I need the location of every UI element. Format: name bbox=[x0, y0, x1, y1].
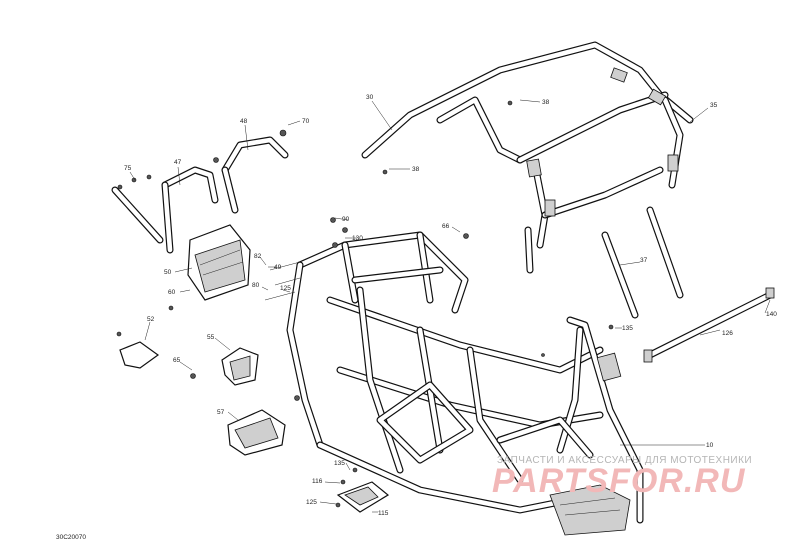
watermark-logo: PARTSFOR.RU bbox=[492, 462, 746, 500]
front-bars bbox=[111, 136, 289, 254]
callout-38-mid: 38 bbox=[412, 166, 420, 173]
callout-70: 70 bbox=[302, 118, 310, 125]
callout-126: 126 bbox=[722, 330, 733, 337]
callout-75: 75 bbox=[124, 165, 132, 172]
callout-30: 30 bbox=[366, 94, 374, 101]
callout-38-top: 38 bbox=[542, 99, 550, 106]
bracket-50 bbox=[187, 224, 251, 301]
figure-code: 30C20070 bbox=[56, 534, 86, 541]
callout-115: 115 bbox=[378, 510, 389, 517]
callout-90: 90 bbox=[342, 216, 350, 223]
rear-posts bbox=[524, 206, 684, 319]
callout-10: 10 bbox=[706, 442, 714, 449]
chassis-frame bbox=[286, 231, 644, 536]
callout-37: 37 bbox=[640, 257, 648, 264]
callout-55: 55 bbox=[207, 334, 215, 341]
callout-80: 80 bbox=[252, 282, 260, 289]
callout-82: 82 bbox=[254, 253, 262, 260]
leader-lines bbox=[129, 99, 771, 513]
callout-66: 66 bbox=[442, 223, 450, 230]
callout-52: 52 bbox=[147, 316, 155, 323]
callout-140: 140 bbox=[766, 311, 777, 318]
callout-125-top: 125 bbox=[280, 285, 291, 292]
callout-labels: 30 38 38 35 48 70 47 75 50 60 90 130 66 … bbox=[124, 94, 777, 517]
callout-48: 48 bbox=[240, 118, 248, 125]
callout-49: 49 bbox=[274, 264, 282, 271]
callout-60: 60 bbox=[168, 289, 176, 296]
callout-65: 65 bbox=[173, 357, 181, 364]
callout-35: 35 bbox=[710, 102, 718, 109]
callout-135-right: 135 bbox=[622, 325, 633, 332]
fasteners bbox=[116, 100, 614, 508]
watermark: PARTSFOR.RU ЗАПЧАСТИ И АКСЕССУАРЫ ДЛЯ МО… bbox=[492, 455, 752, 500]
callout-135-bottom: 135 bbox=[334, 460, 345, 467]
side-rail-126 bbox=[643, 287, 775, 363]
callout-130: 130 bbox=[352, 235, 363, 242]
callout-125-bottom: 125 bbox=[306, 499, 317, 506]
callout-57: 57 bbox=[217, 409, 225, 416]
small-brackets bbox=[119, 341, 390, 513]
callout-116: 116 bbox=[312, 478, 323, 485]
roof-frame bbox=[361, 41, 694, 249]
callout-47: 47 bbox=[174, 159, 182, 166]
callout-50: 50 bbox=[164, 269, 172, 276]
watermark-tagline: ЗАПЧАСТИ И АКСЕССУАРЫ ДЛЯ МОТОТЕХНИКИ bbox=[497, 455, 752, 466]
